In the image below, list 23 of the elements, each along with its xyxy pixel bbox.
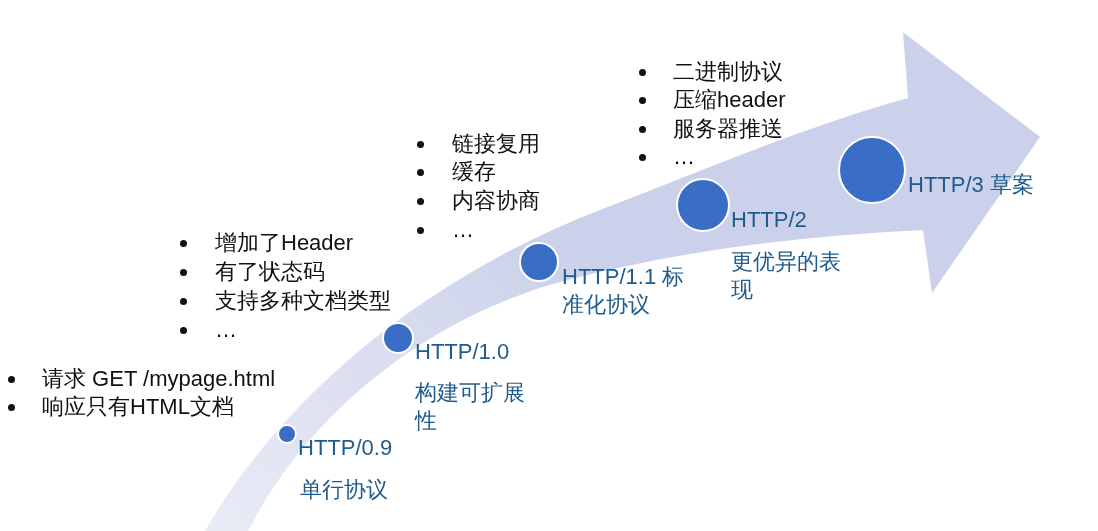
bullet-item: 请求 GET /mypage.html: [42, 365, 276, 393]
bullet-item: 内容协商: [452, 187, 540, 215]
bullet-item: 增加了Header: [215, 229, 354, 257]
version-dot: [277, 424, 297, 444]
bullet-item: 二进制协议: [673, 58, 783, 86]
bullet-item: 支持多种文档类型: [215, 287, 391, 315]
bullet-item: …: [673, 143, 695, 171]
bullet-item: 响应只有HTML文档: [42, 393, 234, 421]
version-note: 构建可扩展性: [415, 379, 526, 435]
bullet-item: …: [215, 316, 237, 344]
version-label: HTTP/2: [731, 206, 807, 234]
version-label: HTTP/3 草案: [908, 171, 1034, 199]
version-note: 更优异的表现: [731, 248, 842, 304]
bullet-item: 有了状态码: [215, 258, 325, 286]
version-label: HTTP/1.0: [415, 338, 510, 366]
bullet-item: …: [452, 216, 474, 244]
bullet-item: 压缩header: [673, 86, 786, 114]
version-label: HTTP/0.9: [298, 434, 393, 462]
bullet-item: 链接复用: [452, 130, 540, 158]
bullet-item: 缓存: [452, 158, 496, 186]
bullet-item: 服务器推送: [673, 115, 783, 143]
version-label: HTTP/1.1 标准化协议: [562, 263, 686, 319]
version-note: 单行协议: [300, 476, 388, 504]
